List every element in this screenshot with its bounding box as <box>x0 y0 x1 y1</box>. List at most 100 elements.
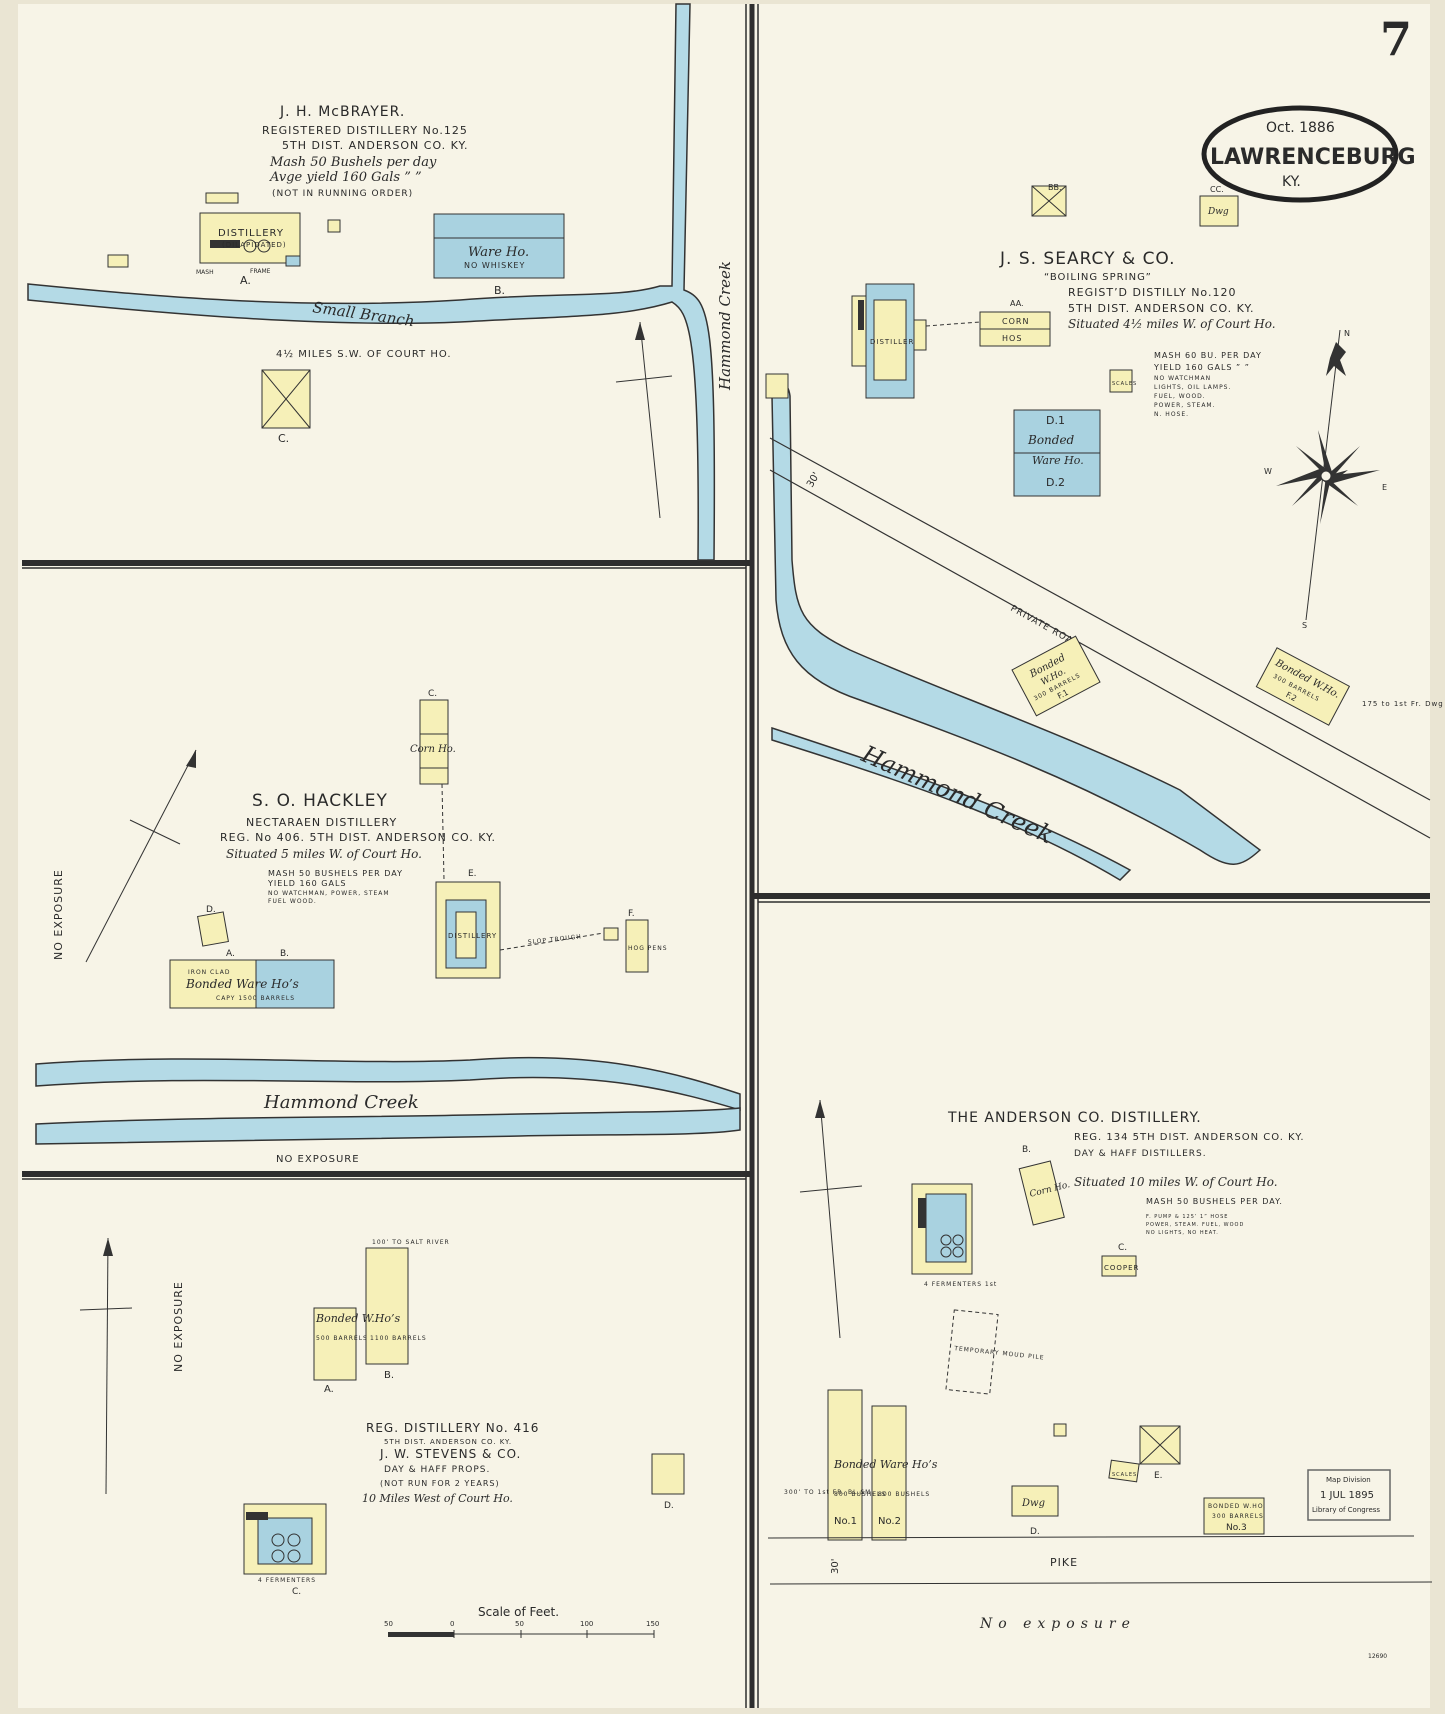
anderson-exposure: No exposure <box>979 1616 1136 1632</box>
anderson-e: E. <box>1154 1471 1163 1481</box>
stamp-state: KY. <box>1282 174 1301 190</box>
stevens-d: D. <box>664 1501 674 1511</box>
searcy-line2: REGIST’D DISTILLY No.120 <box>1068 286 1236 299</box>
stevens-c: C. <box>292 1587 301 1597</box>
anderson-scales-label: SCALES <box>1112 1472 1137 1478</box>
mcbrayer-line1: REGISTERED DISTILLERY No.125 <box>262 124 468 137</box>
hackley-north-arrow-head <box>186 750 196 768</box>
stevens-vat <box>287 1533 301 1547</box>
panel-anderson: THE ANDERSON CO. DISTILLERY. REG. 134 5T… <box>767 1099 1433 1660</box>
mcbrayer-label-b: B. <box>494 284 505 297</box>
hackley-hog-pens <box>625 919 649 973</box>
searcy-note: YIELD 160 GALS ” ” <box>1153 363 1250 372</box>
stevens-vat <box>271 1549 285 1563</box>
hackley-slop-shed <box>603 927 619 941</box>
mcbrayer-north-arrow <box>639 321 661 519</box>
page-number: 7 <box>1380 12 1412 66</box>
anderson-dwg: Dwg <box>1021 1498 1045 1509</box>
library-stamp: Map Division 1 JUL 1895 Library of Congr… <box>1307 1469 1391 1521</box>
paper <box>18 4 1430 1708</box>
anderson-vat <box>952 1246 964 1258</box>
hackley-f: F. <box>628 909 635 919</box>
anderson-north-arrow <box>819 1099 841 1339</box>
scale-tick-label: 100 <box>580 1620 593 1628</box>
hackley-line3: Situated 5 miles W. of Court Ho. <box>226 847 422 861</box>
anderson-b: B. <box>1022 1145 1031 1155</box>
searcy-note: POWER, STEAM. <box>1154 402 1216 409</box>
mcbrayer-vat <box>257 239 271 253</box>
hackley-warehouse-a <box>169 959 257 1009</box>
mcbrayer-line4: Avge yield 160 Gals ” ” <box>269 170 422 185</box>
mcbrayer-dilapidated: (DILAPIDATED) <box>222 241 287 249</box>
searcy-dwelling-cc <box>1199 195 1239 227</box>
compass-star <box>1326 446 1360 480</box>
anderson-temp-outline <box>945 1309 999 1395</box>
searcy-line4: Situated 4½ miles W. of Court Ho. <box>1068 317 1276 331</box>
stevens-boiler <box>246 1512 268 1520</box>
anderson-small-shed <box>1053 1423 1067 1437</box>
searcy-f1-building <box>1011 635 1101 717</box>
stevens-warehouse-b <box>365 1247 409 1365</box>
anderson-fermenters: 4 FERMENTERS 1st <box>924 1281 997 1288</box>
private-road-edge <box>769 437 1431 801</box>
anderson-no3-c: No.3 <box>1226 1523 1247 1533</box>
stevens-b-cap: 1100 BARRELS <box>370 1335 427 1342</box>
stevens-a: A. <box>324 1384 334 1395</box>
stevens-bonded: Bonded W.Ho’s <box>315 1312 400 1325</box>
searcy-scales-label: SCALES <box>1112 381 1137 387</box>
mcbrayer-line2: 5TH DIST. ANDERSON CO. KY. <box>282 139 468 152</box>
hackley-note: MASH 50 BUSHELS PER DAY <box>268 869 403 878</box>
stevens-north-arrow-cross <box>79 1307 133 1311</box>
compass-star <box>1292 472 1326 506</box>
hackley-corn-house-3 <box>419 767 449 785</box>
mcbrayer-title: J. H. McBRAYER. <box>279 104 405 120</box>
stevens-exposure-1: NO EXPOSURE <box>172 1281 185 1372</box>
compass-star <box>1318 430 1334 478</box>
searcy-creek <box>771 383 1262 865</box>
anderson-warehouse-no1 <box>827 1389 863 1541</box>
hackley-e: E. <box>468 869 477 879</box>
searcy-note: LIGHTS, OIL LAMPS. <box>1154 384 1231 391</box>
anderson-north-arrow-head <box>815 1100 825 1118</box>
anderson-side-note: 300’ TO 1st FR. BL.SM. <box>784 1489 874 1496</box>
anderson-scales <box>1108 1459 1140 1483</box>
anderson-warehouse-no3 <box>1203 1497 1265 1535</box>
stevens-north-arrow <box>105 1237 109 1495</box>
hackley-warehouse-b <box>255 959 335 1009</box>
anderson-bush1: 800 BUSHELS <box>834 1491 886 1498</box>
hackley-capy: CAPY 1500 BARRELS <box>216 995 295 1002</box>
corner-note: 12690 <box>1368 1653 1387 1660</box>
anderson-corn-building <box>1018 1160 1065 1226</box>
searcy-scales <box>1109 369 1133 393</box>
library-stamp-line: 1 JUL 1895 <box>1320 1490 1374 1501</box>
anderson-vat <box>940 1246 952 1258</box>
stevens-line1: REG. DISTILLERY No. 416 <box>366 1421 539 1435</box>
mcbrayer-no-whiskey: NO WHISKEY <box>464 261 525 270</box>
searcy-distillery-label: DISTILLERY <box>870 338 919 346</box>
hackley-bonded: Bonded Ware Ho’s <box>185 977 299 991</box>
compass-w: W <box>1264 467 1272 476</box>
hackley-note: FUEL WOOD. <box>268 898 317 905</box>
mcbrayer-north-arrow-head <box>635 322 645 340</box>
library-stamp-line: Map Division <box>1326 1476 1371 1484</box>
searcy-note: NO WATCHMAN <box>1154 375 1211 382</box>
hackley-hog-label: HOG PENS <box>628 945 668 952</box>
searcy-distance-note: 175 to 1st Fr. Dwg <box>1362 700 1444 708</box>
anderson-bonded: Bonded Ware Ho’s <box>833 1458 938 1471</box>
anderson-no3-a: BONDED W.HO. <box>1208 1503 1266 1510</box>
searcy-note: N. HOSE. <box>1154 411 1189 418</box>
hackley-iron-clad: IRON CLAD <box>188 969 230 976</box>
mcbrayer-small-shed <box>327 219 341 233</box>
hackley-creek-label: Hammond Creek <box>263 1092 419 1113</box>
anderson-line1: REG. 134 5TH DIST. ANDERSON CO. KY. <box>1074 1132 1305 1143</box>
mcbrayer-distillery-building <box>199 212 301 264</box>
panel-dividers <box>22 4 1430 1708</box>
stevens-distillery <box>257 1517 313 1565</box>
mcbrayer-label-a: A. <box>240 274 251 287</box>
searcy-d2: D.2 <box>1046 476 1065 489</box>
compass-n: N <box>1344 329 1350 338</box>
anderson-c: C. <box>1118 1243 1127 1253</box>
hackley-line1: NECTARAEN DISTILLERY <box>246 816 397 829</box>
mcbrayer-shed <box>205 192 239 204</box>
